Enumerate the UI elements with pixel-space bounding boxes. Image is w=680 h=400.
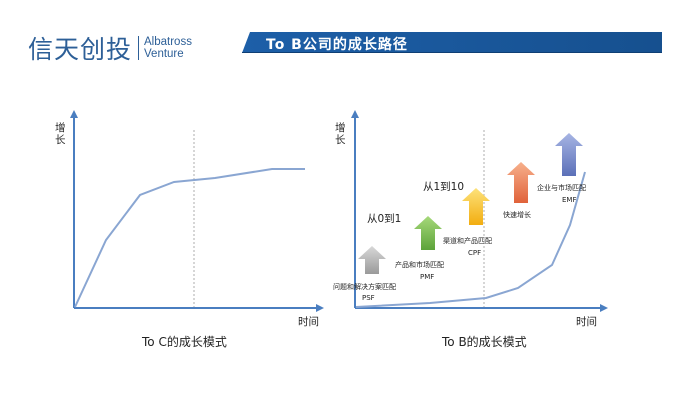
right-y-label-2: 长 [335,134,346,146]
logo-divider [138,36,140,60]
left-x-label: 时间 [298,315,319,328]
pmf-stage-name: 产品和市场匹配 [395,260,444,269]
left-y-label-1: 增 [55,121,66,134]
emf-stage-abbr: EMF [562,196,577,204]
psf-stage-name: 问题和解决方案匹配 [333,282,396,291]
page-title: To B公司的成长路径 [266,37,408,53]
right-x-label: 时间 [576,315,597,328]
rapid-growth-stage-name: 快速增长 [503,210,531,219]
psf-arrow-icon [358,246,386,274]
logo-chinese-name: 信天创投 [28,35,133,64]
phase-label-1-to-10: 从1到10 [423,181,464,193]
right-y-label-1: 增 [335,121,346,134]
rapid-growth-arrow-icon [507,162,535,203]
pmf-stage-abbr: PMF [420,273,434,281]
header: 信天创投 Albatross Venture To B公司的成长路径 [0,0,680,70]
logo: 信天创投 Albatross Venture [28,30,192,66]
logo-english-line-1: Albatross [144,36,192,48]
phase-label-0-to-1: 从0到1 [367,213,401,225]
to-c-growth-curve [74,168,305,308]
emf-arrow-icon [555,133,583,176]
cpf-arrow-icon [462,188,490,225]
logo-english-line-2: Venture [144,48,184,60]
cpf-stage-abbr: CPF [468,249,481,257]
cpf-stage-name: 渠道和产品匹配 [443,236,492,245]
pmf-arrow-icon [414,216,442,250]
left-y-label-2: 长 [55,134,66,146]
emf-stage-name: 企业与市场匹配 [537,183,586,192]
logo-english-name: Albatross Venture [144,36,192,60]
title-banner: To B公司的成长路径 [242,32,662,53]
psf-stage-abbr: PSF [362,294,375,302]
right-caption: To B的成长模式 [441,334,527,349]
to-b-growth-curve [355,171,586,308]
title-banner-bg [242,32,662,53]
right-panel: 增 长 时间 To B的成长模式 从0到1 从1到10 问题和解决方案匹配 PS… [333,110,608,349]
left-panel: 增 长 时间 To C的成长模式 [55,110,324,349]
left-caption: To C的成长模式 [141,334,227,349]
